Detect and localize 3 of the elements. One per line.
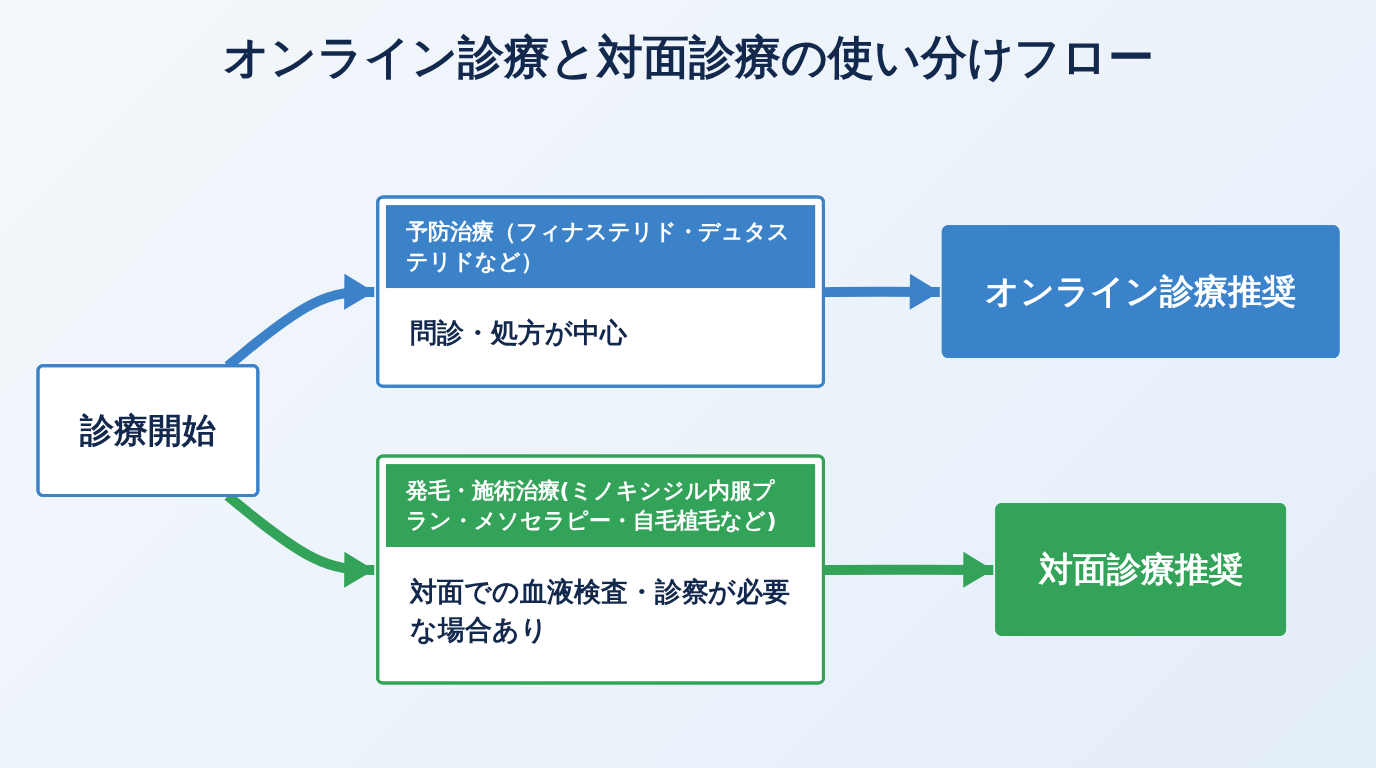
arrow xyxy=(823,551,994,588)
arrow xyxy=(823,273,940,310)
title: オンライン診療と対面診療の使い分けフロー xyxy=(221,30,1155,86)
